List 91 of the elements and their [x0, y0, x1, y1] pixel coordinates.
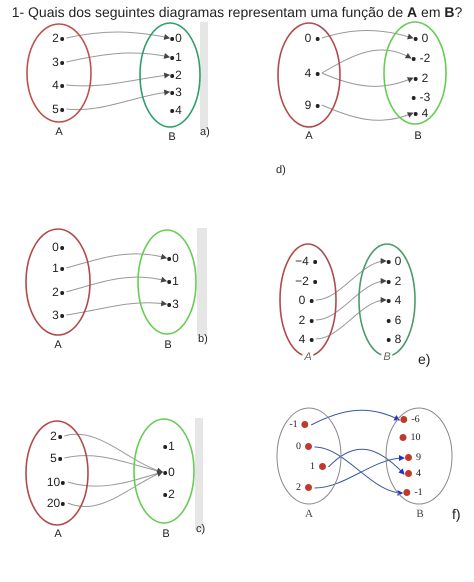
element-value: 2	[52, 285, 59, 299]
arrow	[315, 298, 387, 340]
question-title: 1- Quais dos seguintes diagramas representam uma função de A em B?	[12, 4, 462, 20]
element-value: 4	[298, 332, 306, 346]
element-value: -3	[420, 90, 430, 104]
set-name: A	[305, 130, 313, 142]
arrow	[64, 434, 164, 474]
arrow	[321, 104, 414, 121]
arrow	[66, 253, 168, 268]
element-value: -6	[411, 414, 420, 425]
set-name: B	[168, 131, 176, 143]
arrow	[315, 258, 387, 300]
element-value: 0	[394, 254, 402, 268]
element-value: 4	[416, 468, 421, 479]
arrow	[314, 446, 404, 496]
element-value: 4	[422, 106, 428, 120]
arrow	[66, 52, 170, 62]
arrow	[321, 72, 414, 87]
arrow	[66, 90, 170, 110]
element-value: 9	[416, 452, 421, 463]
element-value: 0	[172, 251, 179, 265]
set-name: B	[414, 130, 422, 142]
arrow	[64, 455, 164, 474]
set-name: B	[164, 339, 172, 351]
element-value: 2	[175, 68, 182, 82]
element-value: 2	[298, 313, 306, 327]
element-value: 4	[394, 293, 402, 307]
arrow	[66, 32, 170, 40]
element-value: -2	[420, 51, 430, 65]
set-name: A	[302, 351, 314, 363]
set-name: B	[416, 508, 424, 520]
element-value: 3	[172, 297, 179, 311]
element-value: 0	[304, 31, 312, 45]
set-name: A	[55, 126, 63, 138]
arrow	[67, 470, 164, 487]
element-value: -1	[289, 419, 298, 430]
element-value: 3	[52, 55, 59, 69]
element-value: 0	[168, 465, 175, 479]
element-value: 4	[175, 103, 182, 117]
arrow	[66, 72, 170, 86]
element-value: −2	[295, 274, 309, 288]
element-value: 2	[52, 31, 59, 45]
set-name: A	[305, 508, 313, 520]
option-letter: b)	[198, 333, 208, 345]
element-value: 1	[172, 274, 179, 288]
option-letter: d)	[276, 164, 286, 176]
element-value: 2	[296, 482, 301, 493]
element-value: −4	[295, 254, 309, 268]
element-value: 5	[52, 102, 59, 116]
element-value: 1	[52, 261, 59, 275]
option-letter: f)	[452, 506, 461, 522]
element-value: 0	[52, 240, 59, 254]
arrow	[314, 455, 405, 488]
element-value: 2	[394, 274, 402, 288]
element-value: 0	[298, 293, 306, 307]
arrow	[67, 471, 164, 508]
option-letter: c)	[196, 523, 206, 535]
element-value: 4	[304, 66, 312, 80]
element-value: 3	[52, 308, 59, 322]
option-letter: a)	[200, 126, 210, 138]
element-value: -1	[414, 487, 423, 498]
element-value: 3	[175, 85, 182, 99]
element-value: 20	[46, 496, 60, 510]
arrow	[321, 49, 412, 74]
element-value: 4	[52, 78, 59, 92]
element-value: 10	[46, 475, 60, 489]
arrow	[315, 278, 387, 320]
element-value: 5	[50, 451, 57, 465]
arrow	[66, 300, 168, 316]
element-value: 1	[310, 461, 315, 472]
element-value: 1	[168, 439, 175, 453]
set-name: A	[54, 339, 62, 351]
element-value: 9	[304, 98, 312, 112]
arrow	[328, 448, 405, 475]
element-value: 8	[394, 332, 402, 346]
element-value: 0	[175, 31, 182, 45]
set-name: B	[162, 528, 170, 540]
element-value: 0	[422, 31, 428, 45]
element-value: 2	[168, 487, 175, 501]
arrow	[66, 276, 168, 292]
option-letter: e)	[418, 351, 430, 367]
set-name: B	[381, 351, 393, 363]
element-value: 6	[394, 313, 402, 327]
element-value: 2	[50, 429, 57, 443]
arrow	[321, 30, 414, 40]
element-value: 10	[410, 432, 420, 443]
set-name: A	[54, 528, 62, 540]
element-value: 1	[175, 50, 182, 64]
element-value: 2	[422, 71, 428, 85]
arrow	[310, 410, 400, 426]
element-value: 0	[296, 441, 301, 452]
